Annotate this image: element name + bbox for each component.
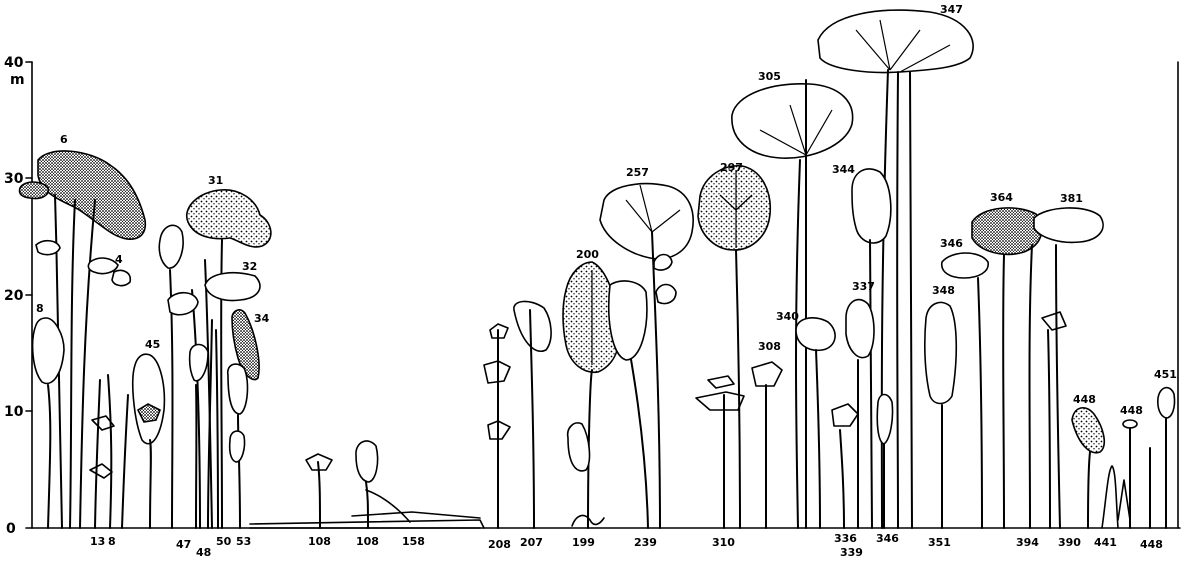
tree-347-crown [817, 9, 974, 74]
tree-group-left [18, 150, 272, 529]
tree-label: 48 [196, 546, 211, 559]
tree-label: 31 [208, 174, 223, 187]
tree-381-crown [1033, 207, 1104, 244]
y-tick-label: 10 [4, 404, 24, 420]
tree-label: 305 [758, 70, 781, 83]
tree-label: 346 [940, 237, 963, 250]
tree-label: 200 [576, 248, 599, 261]
tree-label: 8 [36, 302, 44, 315]
tree-label: 108 [356, 535, 379, 548]
tree-label: 448 [1073, 393, 1096, 406]
tree-label: 308 [758, 340, 781, 353]
tree-label: 208 [488, 538, 511, 551]
tree-label: 207 [520, 536, 543, 549]
tree-group-gap [249, 440, 485, 529]
tree-label: 344 [832, 163, 855, 176]
tree-label: 448 [1120, 404, 1143, 417]
tree-label: 310 [712, 536, 735, 549]
tree-label: 297 [720, 161, 743, 174]
tree-labels-bottom: 13 8 47 48 50 53 108 108 158 208 207 199… [90, 532, 1163, 559]
tree-label: 339 [840, 546, 863, 559]
tree-label: 351 [928, 536, 951, 549]
tree-label: 8 [108, 535, 116, 548]
tree-label: 50 [216, 535, 232, 548]
tree-34-crown [231, 309, 260, 381]
tree-label: 6 [60, 133, 68, 146]
tree-label: 158 [402, 535, 425, 548]
tree-label: 13 [90, 535, 105, 548]
tree-label: 108 [308, 535, 331, 548]
tree-label: 45 [145, 338, 160, 351]
tree-group-right [817, 9, 1176, 529]
tree-31-crown [185, 189, 272, 248]
y-axis: 0 10 20 30 40 m [4, 55, 1181, 537]
y-tick-label: 20 [4, 288, 24, 304]
tree-label: 441 [1094, 536, 1117, 549]
tree-label: 199 [572, 536, 595, 549]
tree-label: 448 [1140, 538, 1163, 551]
tree-label: 337 [852, 280, 875, 293]
tree-label: 32 [242, 260, 257, 273]
tree-labels-top: 6 4 31 32 34 8 45 200 257 297 305 347 34… [36, 3, 1177, 417]
tree-label: 348 [932, 284, 955, 297]
y-axis-unit: m [10, 72, 25, 88]
tree-label: 257 [626, 166, 649, 179]
tree-label: 394 [1016, 536, 1039, 549]
tree-group-middle [483, 79, 854, 529]
tree-label: 239 [634, 536, 657, 549]
tree-label: 364 [990, 191, 1013, 204]
tree-label: 336 [834, 532, 857, 545]
tree-label: 346 [876, 532, 899, 545]
y-tick-label: 40 [4, 55, 24, 71]
tree-257-crown [599, 182, 694, 260]
tree-label: 4 [115, 253, 123, 266]
tree-label: 47 [176, 538, 191, 551]
tree-6-crown [37, 150, 146, 240]
tree-label: 451 [1154, 368, 1177, 381]
y-tick-label: 0 [6, 521, 16, 537]
tree-label: 340 [776, 310, 799, 323]
tree-label: 390 [1058, 536, 1081, 549]
tree-305-crown [731, 83, 854, 159]
tree-label: 347 [940, 3, 963, 16]
tree-label: 381 [1060, 192, 1083, 205]
tree-label: 34 [254, 312, 270, 325]
tree-crown-small [18, 181, 50, 200]
tree-label: 53 [236, 535, 251, 548]
y-tick-label: 30 [4, 171, 24, 187]
